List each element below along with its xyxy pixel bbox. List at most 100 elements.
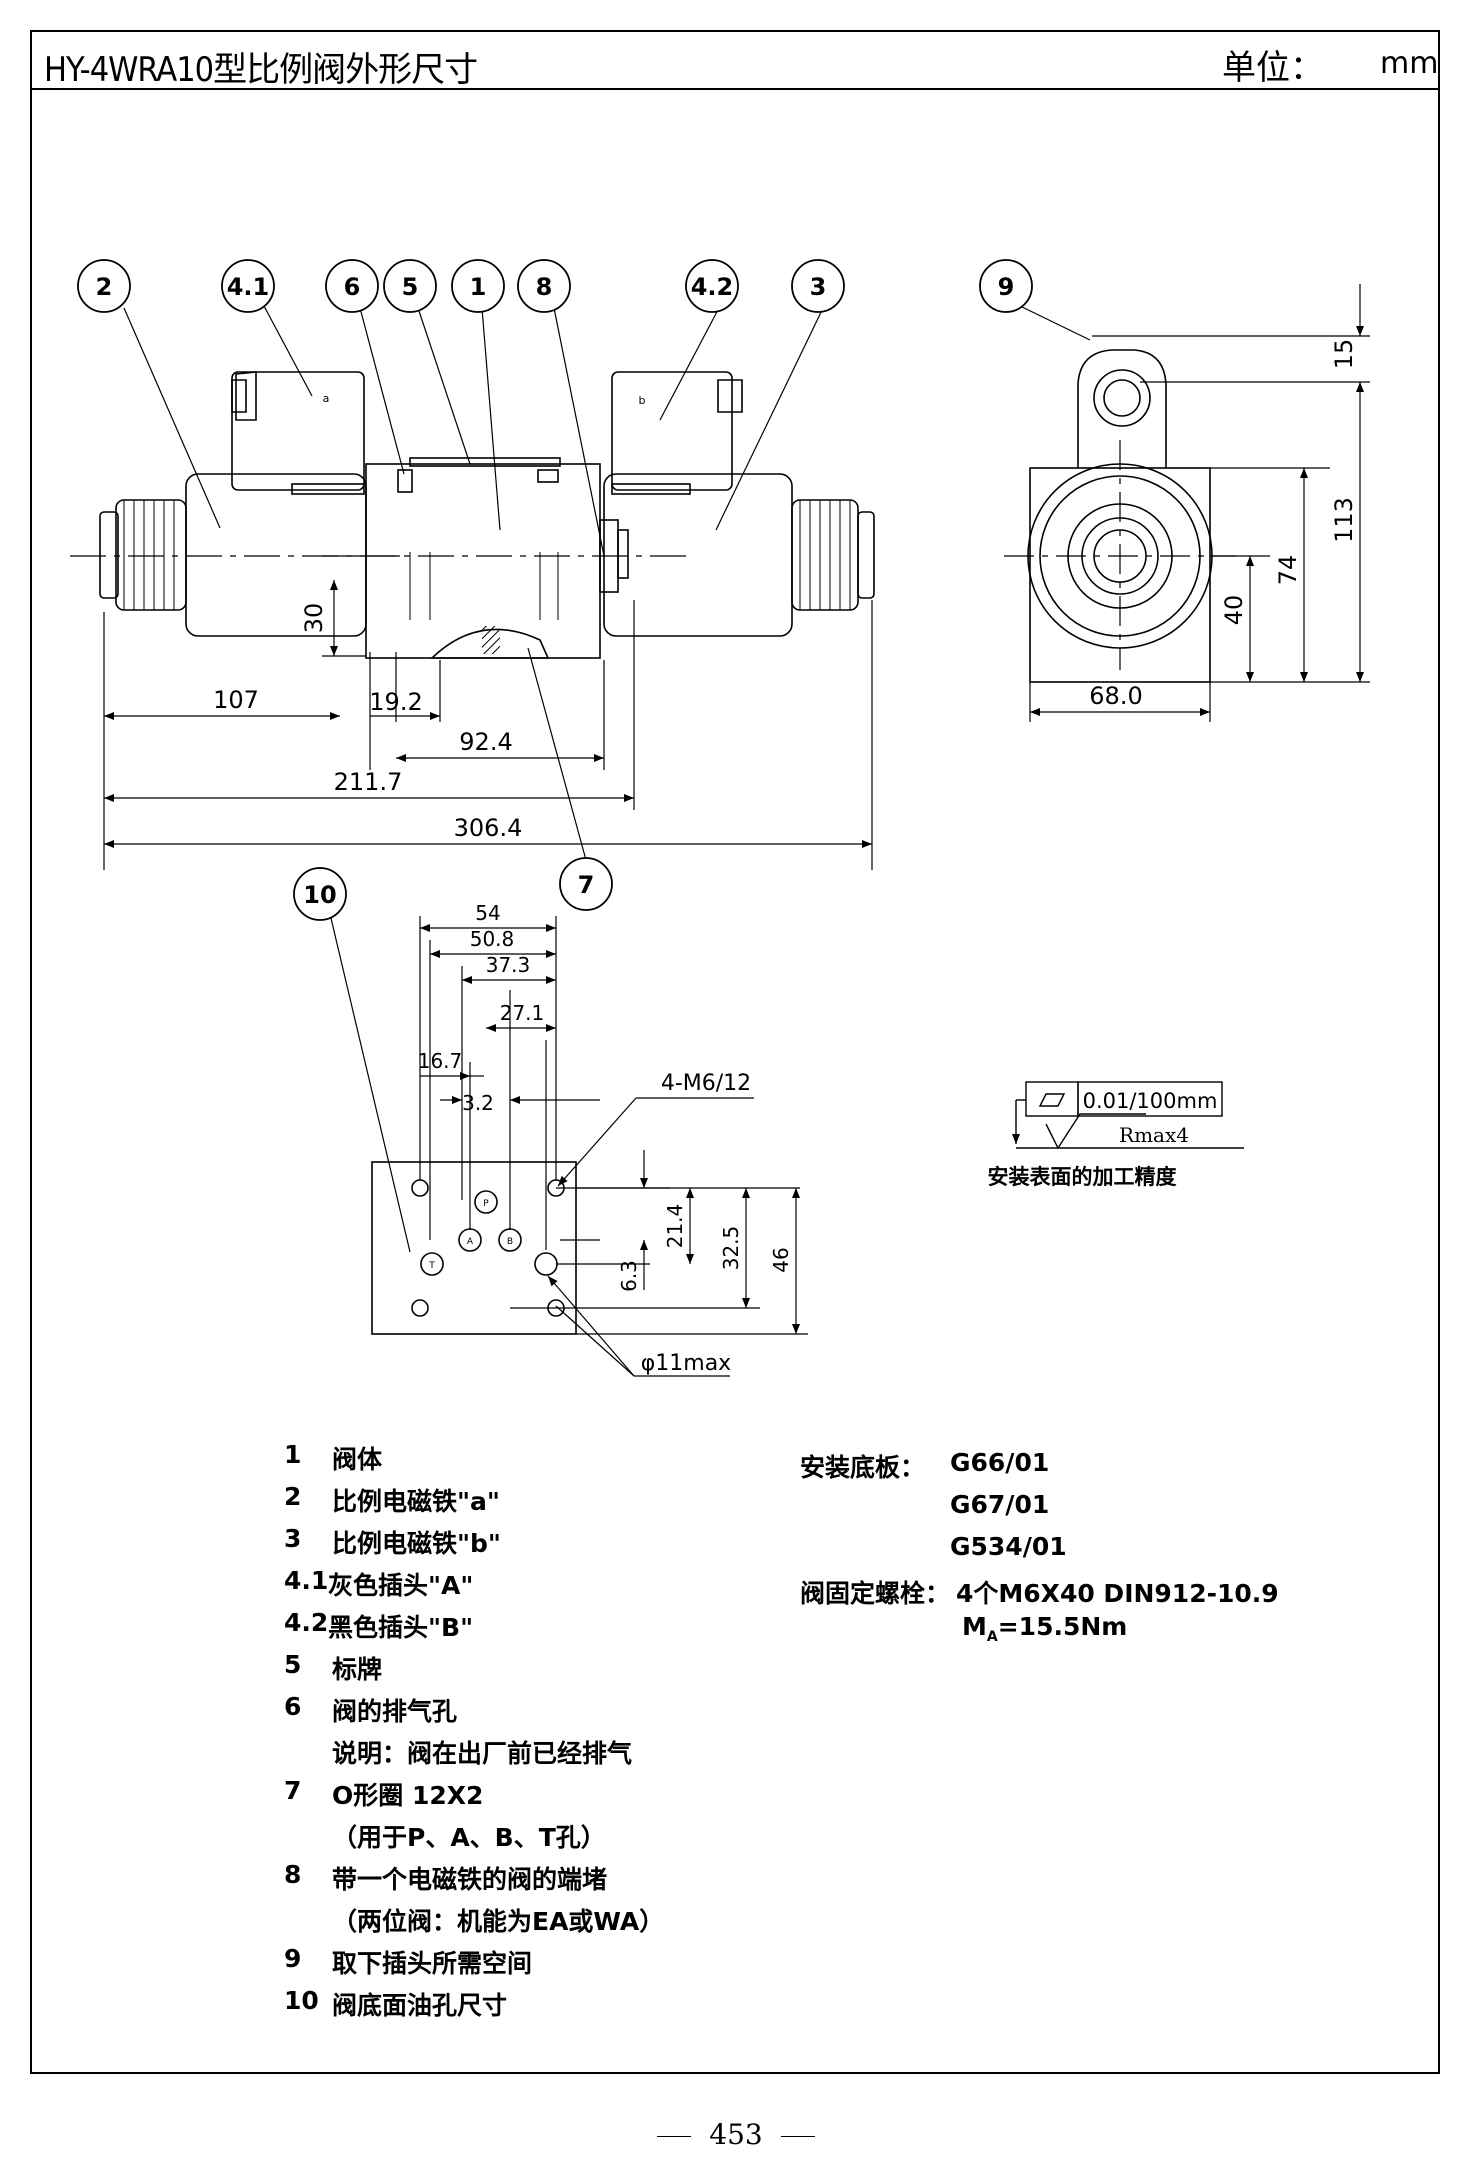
dim-3-2: 3.2 [462, 1091, 494, 1115]
page-dash-right [780, 2136, 815, 2137]
legend-text: 黑色插头"B" [328, 1613, 474, 1642]
balloons: 2 4.1 6 5 1 8 4.2 3 [77, 259, 1033, 921]
plug-mark-a: a [323, 392, 330, 405]
header-rule [30, 88, 1440, 90]
torque-value: =15.5Nm [997, 1612, 1128, 1641]
unit-label: 单位： [1222, 48, 1324, 88]
legend-num: 5 [284, 1650, 302, 1679]
dim-15: 15 [1330, 339, 1358, 370]
legend-text: 阀的排气孔 [332, 1697, 458, 1726]
balloon-6: 6 [325, 259, 379, 313]
base-value-3: G534/01 [950, 1532, 1067, 1561]
dim-92-4: 92.4 [459, 728, 512, 756]
dim-74: 74 [1274, 555, 1302, 586]
balloon-8: 8 [517, 259, 571, 313]
legend-text: 比例电磁铁"b" [332, 1529, 501, 1558]
plug-a [231, 371, 365, 491]
balloon-9: 9 [979, 259, 1033, 313]
dim-107: 107 [213, 686, 259, 714]
legend-text: 标牌 [332, 1655, 383, 1684]
mounting-face [371, 1161, 577, 1335]
balloon-leaders [123, 305, 1091, 1253]
bolt-label: 阀固定螺栓： [800, 1579, 951, 1608]
legend-num: 4.2 [284, 1608, 329, 1637]
port-label-t: T [428, 1261, 435, 1271]
dim-27-1: 27.1 [500, 1001, 545, 1025]
knurled-nut-right [791, 499, 859, 611]
legend-text: 说明：阀在出厂前已经排气 [332, 1739, 633, 1768]
page-number: 453 [0, 2118, 1472, 2151]
solenoid-a [185, 473, 367, 637]
legend-text: 灰色插头"A" [328, 1571, 474, 1600]
torque-spec: MA=15.5Nm [962, 1612, 1127, 1645]
balloon-label: 7 [578, 871, 595, 899]
unit-value: mm [1380, 46, 1439, 81]
dim-54: 54 [475, 901, 500, 925]
dim-6-3: 6.3 [617, 1260, 641, 1292]
legend-text: O形圈 12X2 [332, 1781, 484, 1810]
plug-b [611, 371, 733, 491]
legend-num: 10 [284, 1986, 319, 2015]
balloon-label: 5 [402, 273, 419, 301]
balloon-label: 2 [96, 273, 113, 301]
dim-37-3: 37.3 [486, 953, 531, 977]
balloon-10: 10 [293, 867, 347, 921]
balloon-label: 8 [536, 273, 553, 301]
legend-text: （两位阀：机能为EA或WA） [332, 1907, 665, 1936]
hole-callout: φ11max [641, 1351, 731, 1376]
thread-callout: 4-M6/12 [661, 1071, 751, 1096]
balloon-label: 3 [810, 273, 827, 301]
page-dash-left [657, 2136, 692, 2137]
port-label-p: P [483, 1199, 489, 1209]
balloon-5: 5 [383, 259, 437, 313]
balloon-7: 7 [559, 857, 613, 911]
dim-32-5: 32.5 [719, 1226, 743, 1271]
dimension-labels: 107 19.2 92.4 211.7 306.4 30 15 113 74 4… [213, 339, 1358, 1376]
dim-21-4: 21.4 [663, 1204, 687, 1249]
dim-113: 113 [1330, 497, 1358, 543]
balloon-4-2: 4.2 [685, 259, 739, 313]
balloon-4-1: 4.1 [221, 259, 275, 313]
balloon-label: 4.2 [691, 273, 734, 301]
bolt-value: 4个M6X40 DIN912-10.9 [956, 1579, 1279, 1608]
torque-subscript: A [986, 1629, 998, 1645]
dim-46: 46 [769, 1247, 793, 1272]
legend-num: 9 [284, 1944, 302, 1973]
knurled-nut-left [115, 499, 187, 611]
legend-num: 4.1 [284, 1566, 329, 1595]
dim-50-8: 50.8 [470, 927, 515, 951]
page-title: HY-4WRA10型比例阀外形尺寸 [44, 50, 478, 90]
front-view-dimensions [103, 555, 873, 870]
legend-num: 1 [284, 1440, 302, 1469]
dim-211-7: 211.7 [334, 768, 403, 796]
legend-text: 比例电磁铁"a" [332, 1487, 500, 1516]
dim-16-7: 16.7 [418, 1049, 463, 1073]
balloon-label: 1 [470, 273, 487, 301]
front-view [70, 371, 875, 659]
dim-30: 30 [300, 603, 328, 634]
dim-40: 40 [1220, 595, 1248, 626]
drawing-frame [30, 30, 1440, 2074]
base-value-1: G66/01 [950, 1448, 1050, 1477]
balloon-label: 6 [344, 273, 361, 301]
base-value-2: G67/01 [950, 1490, 1050, 1519]
side-view-dimensions [1029, 284, 1370, 722]
legend-text: 取下插头所需空间 [332, 1949, 533, 1978]
page-number-value: 453 [709, 2118, 763, 2151]
base-label: 安装底板： [800, 1453, 926, 1482]
legend-num: 7 [284, 1776, 302, 1805]
side-view [1004, 349, 1236, 683]
legend-text: 阀体 [332, 1445, 383, 1474]
port-labels: P A B T [428, 1199, 513, 1271]
legend-num: 6 [284, 1692, 302, 1721]
dim-19-2: 19.2 [369, 688, 422, 716]
roughness-value: Rmax4 [1119, 1123, 1189, 1147]
balloon-2: 2 [77, 259, 131, 313]
port-label-b: B [507, 1237, 513, 1247]
surface-spec [1012, 1081, 1244, 1150]
torque-symbol: M [962, 1612, 987, 1641]
legend-num: 3 [284, 1524, 302, 1553]
port-label-a: A [467, 1237, 474, 1247]
legend-num: 2 [284, 1482, 302, 1511]
